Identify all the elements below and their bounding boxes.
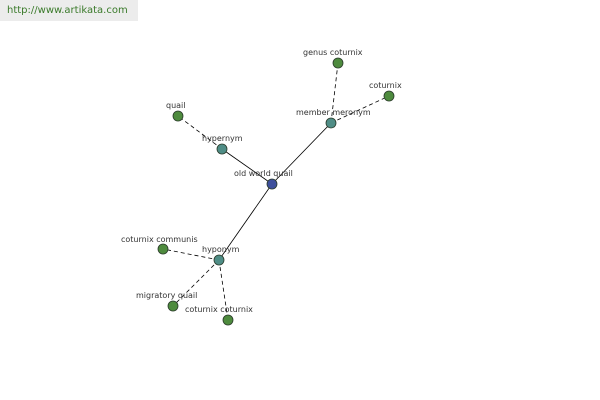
node-label-genus: genus coturnix xyxy=(303,48,363,57)
edge-hyponym-communis xyxy=(162,248,220,261)
label-layer: old world quail hypernym member meronym hyp… xyxy=(121,48,402,314)
node-label-hyponym: hyponym xyxy=(202,245,240,254)
edge-center-hyponym xyxy=(218,183,273,261)
node-label-meronym: member meronym xyxy=(296,108,371,117)
site-url-watermark: http://www.artikata.com xyxy=(0,0,138,21)
edge-meronym-genus xyxy=(330,62,339,124)
node-migratory[interactable] xyxy=(167,300,179,312)
node-quail[interactable] xyxy=(172,110,184,122)
edge-meronym-coturnix xyxy=(330,95,390,124)
node-label-center: old world quail xyxy=(234,169,293,178)
node-label-communis: coturnix communis xyxy=(121,235,198,244)
node-communis[interactable] xyxy=(157,243,169,255)
edge-center-hypernym xyxy=(221,148,273,185)
edge-layer xyxy=(162,62,390,321)
node-center[interactable] xyxy=(266,178,278,190)
node-hypernym[interactable] xyxy=(216,143,228,155)
edge-hypernym-quail xyxy=(177,115,223,150)
node-label-cotcot: coturnix coturnix xyxy=(185,305,253,314)
node-coturnix[interactable] xyxy=(383,90,395,102)
edge-hyponym-cotcot xyxy=(218,259,229,321)
node-label-migratory: migratory quail xyxy=(136,291,197,300)
edge-hyponym-migratory xyxy=(172,259,220,307)
node-layer xyxy=(157,57,395,326)
node-meronym[interactable] xyxy=(325,117,337,129)
node-label-quail: quail xyxy=(166,101,186,110)
node-cotcot[interactable] xyxy=(222,314,234,326)
edge-center-meronym xyxy=(271,122,332,185)
node-genus[interactable] xyxy=(332,57,344,69)
node-label-hypernym: hypernym xyxy=(202,134,243,143)
node-hyponym[interactable] xyxy=(213,254,225,266)
node-label-coturnix: coturnix xyxy=(369,81,402,90)
